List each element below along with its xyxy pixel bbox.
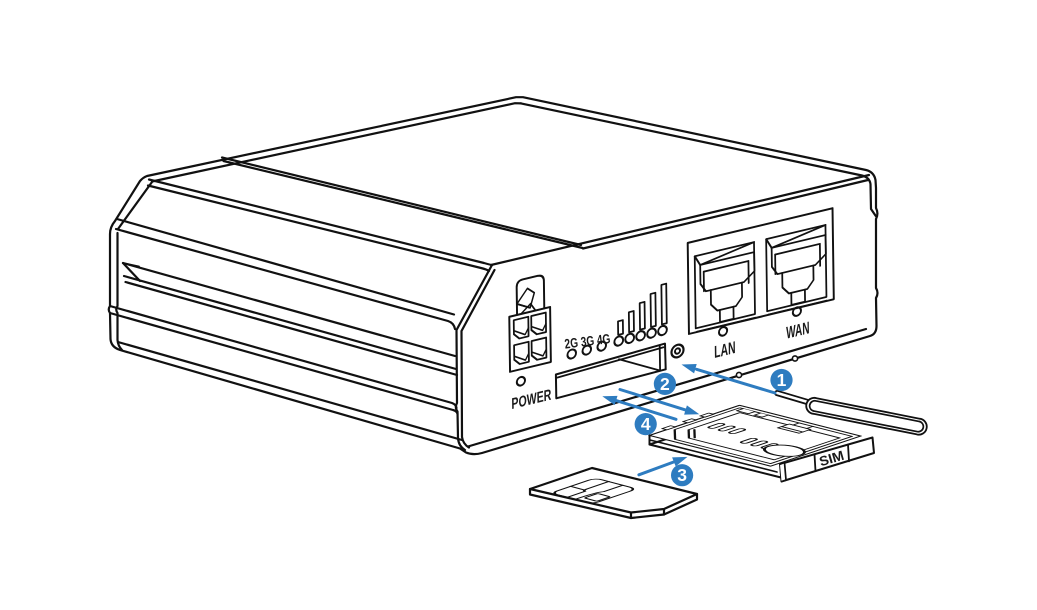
svg-text:2: 2 <box>660 374 670 394</box>
svg-text:1: 1 <box>777 370 787 390</box>
svg-text:3: 3 <box>677 465 687 485</box>
svg-text:WAN: WAN <box>786 318 810 343</box>
svg-text:4: 4 <box>641 414 651 434</box>
svg-text:2G 3G 4G: 2G 3G 4G <box>564 331 611 351</box>
svg-text:LAN: LAN <box>714 338 736 362</box>
svg-text:SIM: SIM <box>818 448 846 469</box>
